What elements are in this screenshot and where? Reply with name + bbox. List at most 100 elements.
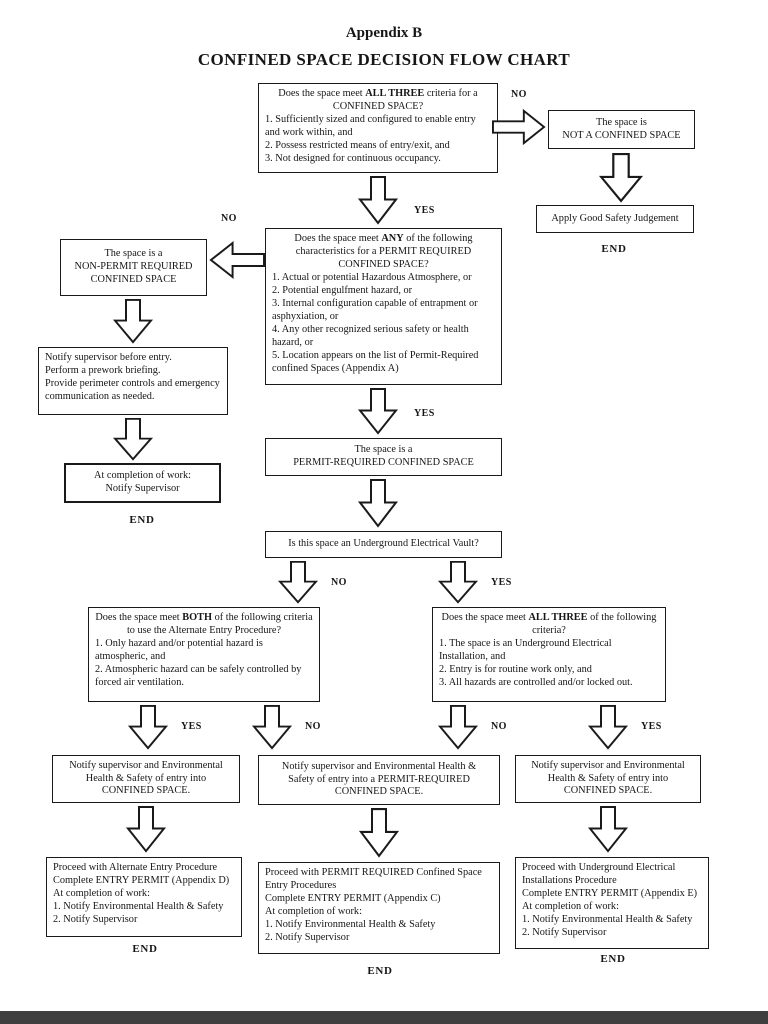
appendix-title: Appendix B <box>345 25 423 41</box>
node-text: CONFINED SPACE <box>90 273 177 285</box>
arrow-down-icon <box>277 561 319 604</box>
node-completion: At completion of work: Notify Supervisor <box>64 463 221 503</box>
label-no: NO <box>305 721 321 732</box>
label-no: NO <box>511 89 527 100</box>
node-text: Proceed with Alternate Entry Procedure <box>53 862 218 873</box>
node-q-underground-electrical: Does the space meet ALL THREE of the fol… <box>432 607 666 702</box>
node-text: At completion of work: <box>53 887 150 899</box>
node-text: 2. Notify Supervisor <box>53 913 138 925</box>
heading-text: Does the space meet <box>294 233 382 244</box>
arrow-down-icon <box>357 176 399 225</box>
arrow-right-icon <box>492 108 546 146</box>
node-text: CONFINED SPACE. <box>563 785 653 797</box>
node-not-confined: The space is NOT A CONFINED SPACE <box>548 110 695 149</box>
node-apply-judgement: Apply Good Safety Judgement <box>536 205 694 233</box>
node-notify-before-entry: Notify supervisor before entry. Perform … <box>38 347 228 415</box>
label-end: END <box>600 953 626 965</box>
node-text: Notify supervisor before entry. <box>45 352 172 363</box>
node-text: The space is a <box>354 444 413 456</box>
arrow-left-icon <box>209 240 265 280</box>
arrow-down-icon <box>357 479 399 528</box>
label-yes: YES <box>414 408 435 419</box>
node-text: Health & Safety of entry into <box>85 772 207 784</box>
label-yes: YES <box>641 721 662 732</box>
label-end: END <box>132 943 158 955</box>
criteria-item: 3. All hazards are controlled and/or loc… <box>439 676 633 688</box>
criteria-item: 1. Actual or potential Hazardous Atmosph… <box>272 271 472 283</box>
arrow-down-icon <box>358 808 400 858</box>
node-heading: CONFINED SPACE? <box>332 100 424 112</box>
arrow-down-icon <box>357 388 399 435</box>
heading-bold: ALL THREE <box>365 88 425 99</box>
node-text: The space is a <box>104 248 163 260</box>
node-heading: Does the space meet ALL THREE criteria f… <box>265 88 491 101</box>
heading-text: Does the space meet <box>278 88 366 99</box>
node-text: CONFINED SPACE. <box>101 785 191 797</box>
node-text: Complete ENTRY PERMIT (Appendix E) <box>522 887 698 899</box>
node-text: PERMIT-REQUIRED CONFINED SPACE <box>293 457 474 468</box>
label-no: NO <box>491 721 507 732</box>
label-no: NO <box>221 213 237 224</box>
criteria-item: 3. Not designed for continuous occupancy… <box>265 152 441 164</box>
viewer-bottom-bar <box>0 1011 768 1024</box>
node-text: Proceed with PERMIT REQUIRED Confined Sp… <box>265 867 482 891</box>
heading-text: Does the space meet <box>441 612 529 623</box>
node-text: Complete ENTRY PERMIT (Appendix D) <box>53 874 230 886</box>
chart-title: CONFINED SPACE DECISION FLOW CHART <box>197 50 571 69</box>
node-text: 1. Notify Environmental Health & Safety <box>522 913 693 925</box>
node-permit-required-space: The space is a PERMIT-REQUIRED CONFINED … <box>265 438 502 476</box>
node-text: At completion of work: <box>522 900 619 912</box>
node-text: Notify supervisor and Environmental Heal… <box>281 760 477 772</box>
criteria-item: 2. Atmospheric hazard can be safely cont… <box>95 663 302 688</box>
heading-text: criteria for a <box>424 88 478 99</box>
criteria-item: 2. Entry is for routine work only, and <box>439 663 592 675</box>
node-proc-alternate: Proceed with Alternate Entry Procedure C… <box>46 857 242 937</box>
node-notify-alternate: Notify supervisor and Environmental Heal… <box>52 755 240 803</box>
node-q-alternate-entry: Does the space meet BOTH of the followin… <box>88 607 320 702</box>
arrow-down-icon <box>437 561 479 604</box>
heading-text: of the following characteristics for a P… <box>295 233 473 270</box>
arrow-down-icon <box>112 299 154 344</box>
arrow-down-icon <box>251 705 293 750</box>
node-text: At completion of work: <box>265 905 362 917</box>
arrow-down-icon <box>112 418 154 461</box>
node-text: Provide perimeter controls and emergency… <box>45 377 220 402</box>
node-non-permit: The space is a NON-PERMIT REQUIRED CONFI… <box>60 239 207 296</box>
arrow-down-icon <box>127 705 169 750</box>
label-yes: YES <box>491 577 512 588</box>
label-no: NO <box>331 577 347 588</box>
node-text: Complete ENTRY PERMIT (Appendix C) <box>265 892 441 904</box>
node-text: Notify Supervisor <box>105 483 180 494</box>
heading-bold: ANY <box>381 233 404 244</box>
heading-bold: BOTH <box>182 612 213 623</box>
node-text: 1. Notify Environmental Health & Safety <box>53 900 224 912</box>
node-text: Perform a prework briefing. <box>45 364 161 376</box>
node-text: 1. Notify Environmental Health & Safety <box>265 918 436 930</box>
node-text: 2. Notify Supervisor <box>522 926 607 938</box>
node-text: Is this space an Underground Electrical … <box>288 538 479 550</box>
criteria-item: 1. Only hazard and/or potential hazard i… <box>95 637 263 662</box>
criteria-item: 1. Sufficiently sized and configured to … <box>265 113 476 138</box>
label-yes: YES <box>414 205 435 216</box>
node-text: Health & Safety of entry into <box>547 772 669 784</box>
heading-text: of the following criteria? <box>532 612 657 636</box>
heading-text: Does the space meet <box>95 612 183 623</box>
label-end: END <box>367 965 393 977</box>
node-text: Notify supervisor and Environmental <box>531 759 685 771</box>
node-text: The space is <box>596 116 647 128</box>
node-text: Proceed with Underground Electrical Inst… <box>522 862 676 886</box>
node-heading: Does the space meet ALL THREE of the fol… <box>439 612 659 638</box>
node-text: Notify supervisor and Environmental <box>69 759 223 771</box>
label-end: END <box>129 514 155 526</box>
node-text: Safety of entry into a PERMIT-REQUIRED <box>288 773 470 785</box>
criteria-item: 3. Internal configuration capable of ent… <box>272 297 478 322</box>
node-text: NON-PERMIT REQUIRED <box>74 261 193 273</box>
arrow-down-icon <box>437 705 479 750</box>
criteria-item: 2. Possess restricted means of entry/exi… <box>265 139 450 151</box>
node-proc-permit: Proceed with PERMIT REQUIRED Confined Sp… <box>258 862 500 954</box>
label-end: END <box>601 243 627 255</box>
node-q-confined-space: Does the space meet ALL THREE criteria f… <box>258 83 498 173</box>
criteria-item: 2. Potential engulfment hazard, or <box>272 284 413 296</box>
heading-bold: ALL THREE <box>528 612 588 623</box>
